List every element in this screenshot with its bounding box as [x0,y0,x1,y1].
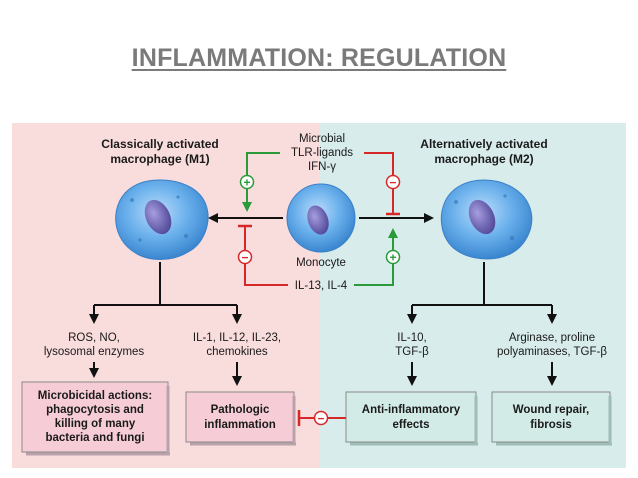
m1-product-right-line2: chemokines [206,346,268,358]
plus-sign: + [389,251,396,265]
pathologic-line1: Pathologic [211,404,270,416]
microbicidal-line3: killing of many [55,418,136,430]
pathologic-inflammation-box: Pathologic inflammation [185,391,296,446]
plus-sign: + [243,176,250,190]
m2-product-right-line1: Arginase, proline [509,332,595,344]
anti-inflammatory-line2: effects [392,419,429,431]
m2-macrophage-cell [440,179,533,260]
minus-badge-m1: − [237,249,253,265]
inhibit-m2-path [364,152,394,214]
anti-inflammatory-line1: Anti-inflammatory [362,404,461,416]
stimuli-line3: IFN-γ [308,161,336,173]
monocyte-label: Monocyte [296,257,346,269]
m2-branch-lines [407,262,557,386]
anti-inflammatory-box: Anti-inflammatory effects [345,391,478,446]
m1-product-left-line1: ROS, NO, [68,332,120,344]
pathologic-line2: inflammation [204,419,276,431]
m2-product-right-line2: polyaminases, TGF-β [497,346,607,358]
m1-title-line2: macrophage (M1) [110,152,209,166]
stimuli-line2: TLR-ligands [291,147,353,159]
inhibit-m1-path [244,226,288,286]
microbicidal-line4: bacteria and fungi [45,432,144,444]
m1-macrophage-cell [115,179,209,260]
cytokines-label: IL-13, IL-4 [295,280,348,292]
m1-product-left-line2: lysosomal enzymes [44,346,145,358]
m2-product-left-line1: IL-10, [397,332,426,344]
microbicidal-line2: phagocytosis and [46,404,144,416]
plus-badge-m1: + [239,174,255,190]
microbicidal-line1: Microbicidal actions: [38,390,152,402]
minus-sign: − [389,176,396,190]
monocyte-cell [286,183,356,253]
m1-branch-lines [89,262,242,386]
m2-title-line1: Alternatively activated [420,137,547,151]
minus-sign: − [317,412,324,426]
m2-title-line2: macrophage (M2) [434,152,533,166]
minus-badge-m2: − [385,174,401,190]
wound-repair-line1: Wound repair, [513,404,589,416]
wound-repair-box: Wound repair, fibrosis [491,391,612,446]
slide-title: INFLAMMATION: REGULATION [131,44,507,72]
wound-repair-line2: fibrosis [530,419,572,431]
plus-badge-m2: + [385,249,401,265]
minus-sign: − [241,251,248,265]
minus-badge-pathologic: − [313,410,329,426]
m1-title-line1: Classically activated [101,137,218,151]
microbicidal-actions-box: Microbicidal actions: phagocytosis and k… [21,381,170,456]
m2-product-left-line2: TGF-β [395,346,429,358]
stimulate-m1-path [242,152,280,212]
stimuli-line1: Microbial [299,133,345,145]
stimulate-m2-path [354,228,398,286]
m1-product-right-line1: IL-1, IL-12, IL-23, [193,332,281,344]
